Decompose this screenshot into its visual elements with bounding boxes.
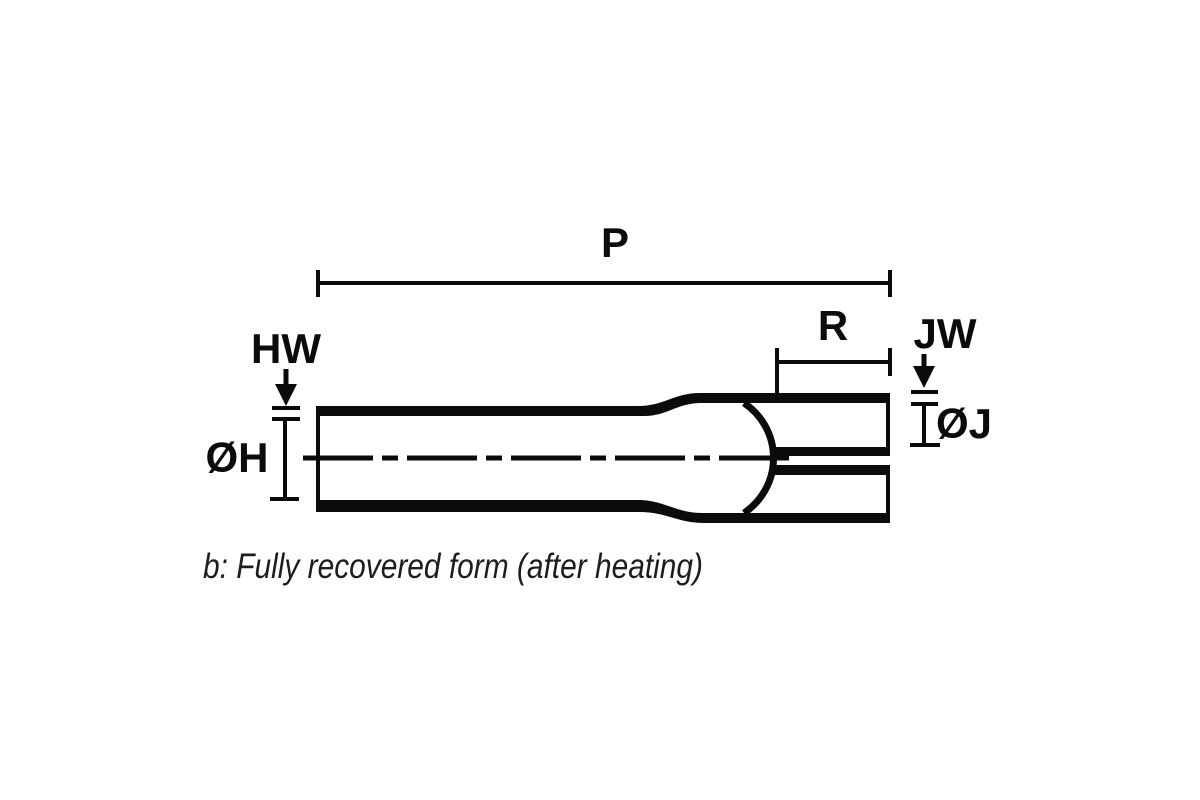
oj-dimension: ØJ (910, 400, 992, 447)
r-dimension-label: R (818, 302, 848, 349)
figure-caption: b: Fully recovered form (after heating) (203, 547, 703, 586)
right-end-edge-upper (886, 403, 890, 447)
p-dimension-label: P (601, 219, 629, 266)
top-wall (316, 393, 890, 416)
jw-label: JW (914, 310, 977, 357)
jw-annotation: JW (911, 310, 977, 406)
bottom-wall (316, 500, 890, 523)
upper-bore-inner-wall (770, 447, 890, 456)
oh-label: ØH (206, 434, 269, 481)
r-dimension: R (775, 302, 892, 403)
jw-down-arrow-icon (913, 366, 935, 388)
lower-bore-inner-wall (773, 465, 890, 475)
hw-label: HW (251, 325, 321, 372)
oj-label: ØJ (936, 400, 992, 447)
p-dimension: P (316, 219, 892, 297)
hw-down-arrow-icon (275, 384, 297, 406)
hw-annotation: HW (251, 325, 321, 421)
oh-dimension: ØH (206, 419, 299, 501)
right-end-edge-lower (886, 475, 890, 513)
